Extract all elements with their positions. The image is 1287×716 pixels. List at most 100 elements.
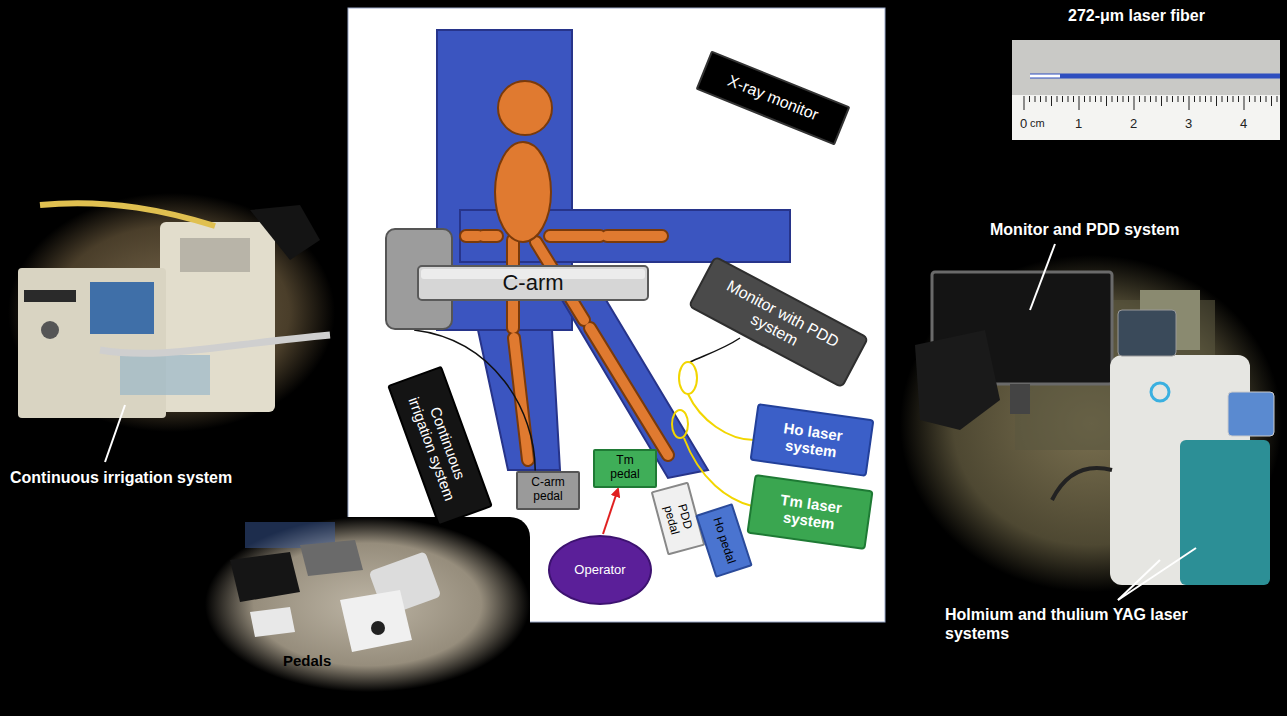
laser-fibers-part xyxy=(688,394,754,440)
ruler-ticks-part xyxy=(1205,96,1206,102)
node-label: Ho pedal xyxy=(710,515,738,565)
ruler-ticks-part xyxy=(1145,96,1146,102)
laser-room-photo-part xyxy=(1228,392,1274,436)
text-group: Tm laser system xyxy=(755,488,865,537)
node-label: Ho laser system xyxy=(758,416,866,465)
laser-room-photo-part xyxy=(1180,440,1270,585)
patient-figure-part-part xyxy=(590,328,668,455)
ruler-ticks-part xyxy=(1277,96,1278,102)
ruler-ticks-part xyxy=(1266,96,1267,102)
patient-figure-part-part xyxy=(466,229,478,243)
ruler-ticks-part xyxy=(1090,96,1091,102)
patient-figure-part-part xyxy=(607,229,662,243)
text-group: Ho laser system xyxy=(758,416,866,465)
laser-fibers-part xyxy=(672,410,688,438)
ruler-ticks-part xyxy=(1150,96,1151,102)
ruler-ticks-part xyxy=(1106,96,1107,106)
ruler-ticks-part xyxy=(1238,96,1239,102)
fiber-photo-part xyxy=(1012,40,1280,140)
photo-caption: Holmium and thulium YAG laser systems xyxy=(945,605,1200,643)
ruler-ticks-part xyxy=(1079,96,1080,110)
ruler-ticks-part xyxy=(1172,96,1173,102)
ruler-unit: cm xyxy=(1030,117,1045,130)
ruler-ticks-part xyxy=(1068,96,1069,102)
pedals-photo-part xyxy=(300,540,363,576)
ruler-ticks-part xyxy=(1073,96,1074,102)
laser-room-photo-part xyxy=(1118,310,1176,356)
node-label: PDD pedal xyxy=(658,489,698,546)
pedal-box: C-arm pedal xyxy=(516,471,580,510)
ruler-ticks-part xyxy=(1046,96,1047,102)
ruler-ticks-part xyxy=(1117,96,1118,102)
irrigation-photo-part xyxy=(250,205,320,260)
ruler-ticks-part xyxy=(1233,96,1234,102)
irrigation-photo-part xyxy=(100,335,330,353)
node-label: Operator xyxy=(574,563,625,578)
photo-caption: Monitor and PDD system xyxy=(990,220,1179,239)
patient-figure-part-part xyxy=(590,328,668,455)
ruler-ticks-part xyxy=(1200,96,1201,102)
photo-caption: 272-μm laser fiber xyxy=(1068,6,1205,25)
fiber-photo-part xyxy=(1030,75,1060,78)
ruler-ticks-part xyxy=(1128,96,1129,102)
direction-arrow-part xyxy=(603,489,618,534)
ruler-ticks-part xyxy=(1260,96,1261,102)
ruler-ticks-part xyxy=(1024,96,1025,110)
irrigation-photo-part xyxy=(24,290,76,302)
pedals-photo-part xyxy=(205,517,530,692)
photo-caption: Continuous irrigation system xyxy=(10,468,232,487)
leader-line-part xyxy=(1118,548,1196,600)
patient-figure-part-part xyxy=(466,231,478,241)
ruler-ticks-part xyxy=(1183,96,1184,102)
laser-room-photo-part xyxy=(900,255,1282,592)
ruler-ticks-part xyxy=(1167,96,1168,102)
pedals-photo-part xyxy=(371,621,385,635)
pedals-photo-part xyxy=(250,607,295,637)
scope-cable-part xyxy=(690,338,740,362)
text-group: PDD pedal xyxy=(658,489,698,546)
ruler-ticks-part xyxy=(1101,96,1102,102)
patient-figure-part-part xyxy=(483,229,497,243)
laser-room-photo xyxy=(900,255,1282,592)
laser-room-photo-part xyxy=(1052,468,1112,500)
ruler-ticks-part xyxy=(1040,96,1041,102)
leader-line-part xyxy=(1030,244,1055,310)
laser-room-photo-part xyxy=(915,330,1000,430)
text-group: C-arm xyxy=(418,266,648,300)
ruler-ticks-part xyxy=(1062,96,1063,102)
ruler-ticks-part xyxy=(1249,96,1250,102)
leader-line-part xyxy=(1118,560,1160,600)
ruler-ticks-part xyxy=(1084,96,1085,102)
ruler-ticks-part xyxy=(1161,96,1162,106)
irrigation-photo xyxy=(8,193,335,432)
ruler-ticks-part xyxy=(1255,96,1256,102)
text-group: C-arm pedal xyxy=(523,476,573,504)
pedal-box: Tm pedal xyxy=(593,449,657,488)
ruler-number: 3 xyxy=(1185,116,1192,132)
ruler-number: 1 xyxy=(1075,116,1082,132)
pedals-photo-part xyxy=(340,590,412,652)
node-label: Tm pedal xyxy=(600,454,650,482)
ruler-ticks-part xyxy=(1156,96,1157,102)
laser-fibers-part xyxy=(679,362,697,394)
c-arm-unit: C-arm xyxy=(385,228,650,330)
scope-cable xyxy=(690,338,740,362)
ruler-ticks-part xyxy=(1222,96,1223,102)
irrigation-photo-part xyxy=(90,282,154,334)
patient-figure-part xyxy=(498,81,552,135)
ruler-ticks-part xyxy=(1051,96,1052,106)
irrigation-photo-part xyxy=(8,193,335,432)
patient-figure-part-part xyxy=(550,231,600,241)
ruler-ticks-part xyxy=(1178,96,1179,102)
irrigation-photo-part xyxy=(40,203,215,226)
text-group: Operator xyxy=(574,563,625,578)
ruler-number: 4 xyxy=(1240,116,1247,132)
text-group: Ho pedal xyxy=(710,515,738,565)
fiber-photo-part xyxy=(1030,74,1280,79)
ruler-ticks-part xyxy=(1139,96,1140,102)
node-label: C-arm xyxy=(502,270,563,295)
operator-ellipse: Operator xyxy=(548,535,652,605)
operating-table-part xyxy=(478,330,560,470)
ruler-ticks-part xyxy=(1216,96,1217,106)
